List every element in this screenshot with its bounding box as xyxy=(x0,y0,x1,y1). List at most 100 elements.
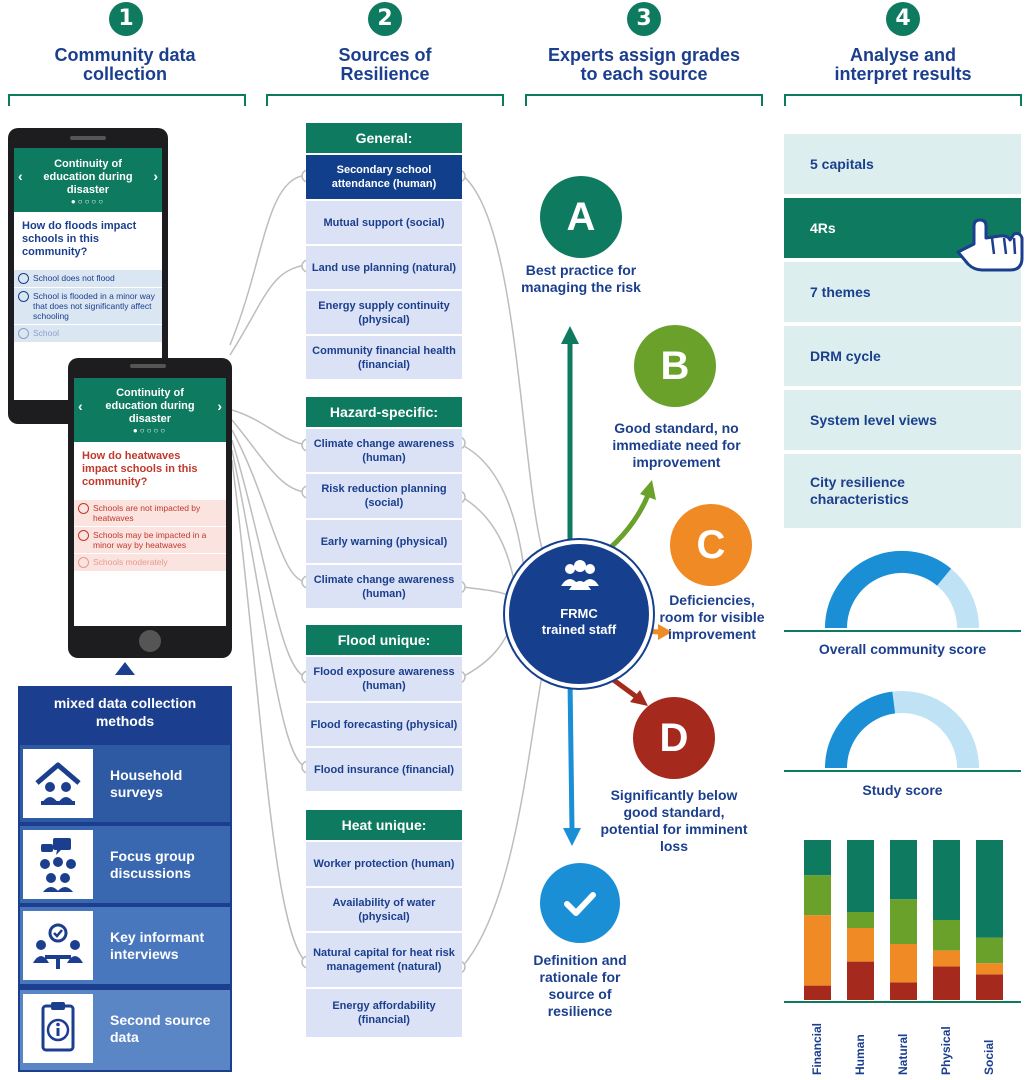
radio-icon[interactable] xyxy=(18,328,29,339)
survey-option-label: School xyxy=(33,328,59,338)
survey-option-label: School does not flood xyxy=(33,273,115,283)
bar-segment-physical-a xyxy=(933,840,960,920)
source-item[interactable]: Land use planning (natural) xyxy=(306,246,462,289)
bar-segment-social-b xyxy=(976,937,1003,964)
grade-b-label: Good standard, no immediate need for imp… xyxy=(612,420,741,470)
source-item[interactable]: Climate change awareness (human) xyxy=(306,429,462,472)
framework-drm-cycle[interactable]: DRM cycle xyxy=(784,326,1021,386)
bar-segment-financial-c xyxy=(804,915,831,986)
connector-path xyxy=(231,409,307,446)
definition-label: Definition and rationale for source of r… xyxy=(533,952,627,1019)
bar-segment-financial-d xyxy=(804,985,831,1000)
hub-label-line2: trained staff xyxy=(541,622,617,637)
source-item[interactable]: Energy affordability (financial) xyxy=(306,989,462,1037)
connector-path xyxy=(231,449,307,768)
house-people-icon xyxy=(23,749,93,818)
survey-option[interactable]: School does not flood xyxy=(14,269,162,287)
bar-segment-physical-b xyxy=(933,920,960,951)
survey-header: ‹ › Continuity of education during disas… xyxy=(14,148,162,212)
framework-5-capitals[interactable]: 5 capitals xyxy=(784,134,1021,194)
chevron-left-icon[interactable]: ‹ xyxy=(78,398,83,414)
source-item[interactable]: Flood insurance (financial) xyxy=(306,748,462,791)
chevron-left-icon[interactable]: ‹ xyxy=(18,168,23,184)
bar-segment-human-a xyxy=(847,840,874,912)
source-item[interactable]: Flood exposure awareness (human) xyxy=(306,657,462,701)
framework-system-level-views[interactable]: System level views xyxy=(784,390,1021,450)
interview-icon xyxy=(23,911,93,980)
source-item[interactable]: Risk reduction planning (social) xyxy=(306,474,462,518)
source-item[interactable]: Flood forecasting (physical) xyxy=(306,703,462,746)
survey-option-label: Schools are not impacted by heatwaves xyxy=(93,503,201,523)
step-number-4: 4 xyxy=(886,2,920,36)
hub-circle: FRMC trained staff xyxy=(505,540,653,688)
survey-option[interactable]: Schools may be impacted in a minor way b… xyxy=(74,526,226,553)
clipboard-info-icon xyxy=(23,994,93,1063)
phone-front-screen: ‹ › Continuity of education during disas… xyxy=(74,378,226,626)
group-hazard-specific-title: Hazard-specific: xyxy=(306,397,462,427)
method-label: Focus group discussions xyxy=(110,847,195,881)
bar-label-human: Human xyxy=(853,1034,867,1075)
survey-option[interactable]: Schools are not impacted by heatwaves xyxy=(74,499,226,526)
survey-option[interactable]: School xyxy=(14,324,162,342)
methods-title: mixed data collection methods xyxy=(53,695,197,729)
method-key-informant: Key informant interviews xyxy=(20,907,230,984)
connector-path xyxy=(229,174,307,346)
source-item[interactable]: Availability of water (physical) xyxy=(306,888,462,931)
survey-header-line: disaster xyxy=(66,184,110,196)
source-item[interactable]: Energy supply continuity (physical) xyxy=(306,291,462,334)
gauge-overall xyxy=(784,550,1021,632)
home-button[interactable] xyxy=(139,630,161,652)
survey-header-line: education during xyxy=(43,171,133,183)
bar-segment-natural-c xyxy=(890,944,917,983)
step-2-bracket xyxy=(266,94,504,106)
survey-option[interactable]: Schools moderately xyxy=(74,553,226,571)
source-item[interactable]: Secondary school attendance (human) xyxy=(306,155,462,199)
source-item[interactable]: Worker protection (human) xyxy=(306,842,462,886)
step-1-bracket xyxy=(8,94,246,106)
connector-path xyxy=(461,586,509,596)
source-item[interactable]: Mutual support (social) xyxy=(306,201,462,244)
survey-header-line: education during xyxy=(105,400,195,412)
radio-icon[interactable] xyxy=(78,530,89,541)
source-item[interactable]: Community financial health (financial) xyxy=(306,336,462,379)
hand-cursor-icon xyxy=(956,218,1024,272)
survey-option-label: School is flooded in a minor way that do… xyxy=(33,291,155,321)
bar-label-physical: Physical xyxy=(939,1026,953,1075)
survey-header-line: Continuity of xyxy=(54,158,122,170)
phone-speaker xyxy=(130,364,166,368)
radio-icon[interactable] xyxy=(78,503,89,514)
survey-option-label: Schools moderately xyxy=(93,557,168,567)
survey-header: ‹ › Continuity of education during disas… xyxy=(74,378,226,442)
grade-b-circle: B xyxy=(634,325,716,407)
group-flood-unique-title: Flood unique: xyxy=(306,625,462,655)
radio-icon[interactable] xyxy=(18,273,29,284)
grade-a-label: Best practice for managing the risk xyxy=(521,262,641,295)
step-number-2: 2 xyxy=(368,2,402,36)
method-label: Key informant interviews xyxy=(110,928,205,962)
source-item[interactable]: Natural capital for heat risk management… xyxy=(306,933,462,987)
connector-path xyxy=(229,264,307,356)
survey-option[interactable]: School is flooded in a minor way that do… xyxy=(14,287,162,324)
radio-icon[interactable] xyxy=(18,291,29,302)
pager-dots: ●○○○○ xyxy=(132,426,168,435)
source-item[interactable]: Early warning (physical) xyxy=(306,520,462,563)
radio-icon[interactable] xyxy=(78,557,89,568)
gauge-study xyxy=(784,691,1021,772)
step-number-1: 1 xyxy=(109,2,143,36)
survey-question: How do heatwaves impact schools in this … xyxy=(82,450,198,488)
method-second-source: Second source data xyxy=(20,990,230,1070)
bar-segment-social-a xyxy=(976,840,1003,938)
source-item[interactable]: Climate change awareness (human) xyxy=(306,565,462,608)
step-1-title-line2: collection xyxy=(82,64,167,84)
step-3-bracket xyxy=(525,94,763,106)
grade-d-label: Significantly below good standard, poten… xyxy=(600,787,748,854)
framework-city-resilience[interactable]: City resilience characteristics xyxy=(784,454,1021,528)
connector-path xyxy=(461,496,516,586)
chevron-right-icon[interactable]: › xyxy=(217,398,222,414)
framework-7-themes[interactable]: 7 themes xyxy=(784,262,1021,322)
step-4-title-line2: interpret results xyxy=(834,64,972,84)
step-3-title-line1: Experts assign grades xyxy=(547,45,741,65)
grade-a-circle: A xyxy=(540,176,622,258)
chevron-right-icon[interactable]: › xyxy=(153,168,158,184)
connector-path xyxy=(231,419,307,493)
